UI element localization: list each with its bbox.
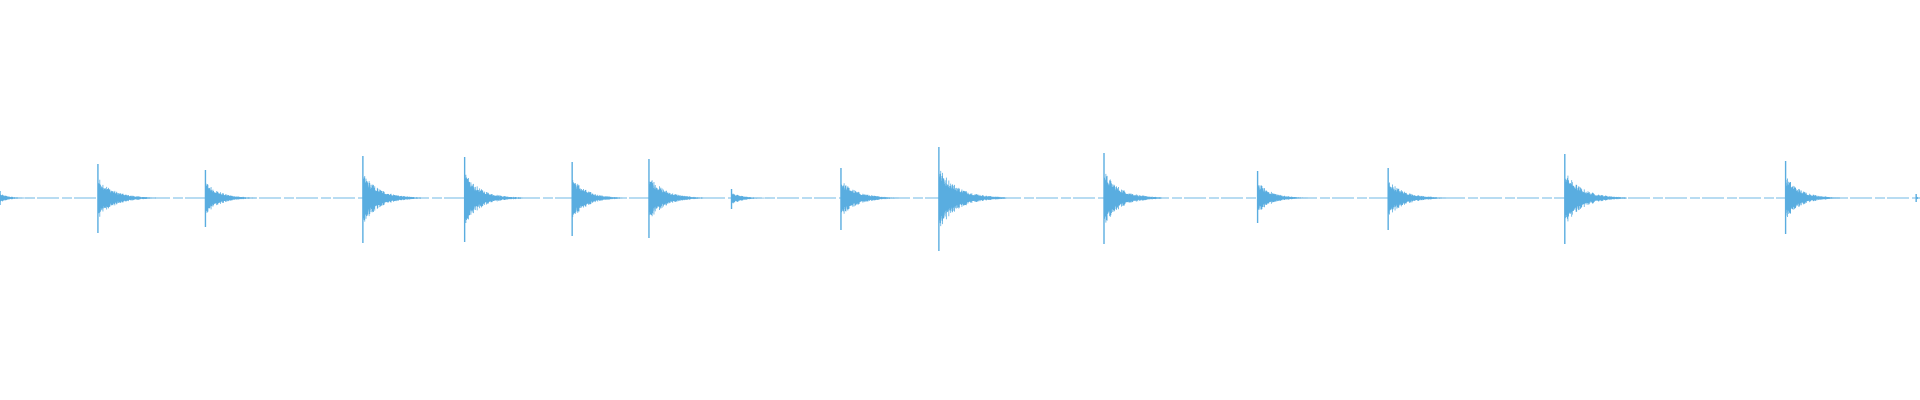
transient-envelope xyxy=(648,180,703,216)
transient-envelope xyxy=(205,185,256,212)
waveform-transient xyxy=(1564,154,1627,244)
waveform-transient xyxy=(1256,171,1308,223)
waveform-transient xyxy=(648,159,704,238)
transient-envelope xyxy=(1564,178,1627,219)
transient-envelope xyxy=(0,194,35,202)
transient-envelope xyxy=(1916,196,1920,200)
waveform-transient xyxy=(97,164,156,233)
transient-envelope xyxy=(731,193,770,203)
waveform-transient xyxy=(0,191,35,205)
transient-envelope xyxy=(362,179,421,219)
transient-envelope xyxy=(1388,184,1446,213)
waveform-transient xyxy=(1387,168,1447,230)
waveform-transient xyxy=(1915,194,1920,202)
transient-envelope xyxy=(1785,181,1840,215)
waveform-transient xyxy=(463,157,523,242)
transient-envelope xyxy=(1104,177,1162,219)
transient-envelope xyxy=(464,179,523,218)
transient-envelope xyxy=(840,184,899,213)
transient-envelope xyxy=(572,181,623,216)
transient-envelope xyxy=(1257,185,1308,210)
waveform-transient xyxy=(1784,161,1840,234)
transient-envelope xyxy=(938,175,1007,222)
waveform-transients xyxy=(0,147,1920,251)
waveform-transient xyxy=(571,162,623,236)
waveform-transient xyxy=(1103,153,1162,244)
transient-envelope xyxy=(97,182,156,214)
waveform-transient xyxy=(362,156,421,243)
waveform-transient xyxy=(730,189,771,209)
waveform-transient xyxy=(938,147,1007,251)
waveform-transient xyxy=(840,168,899,230)
waveform-transient xyxy=(204,170,256,227)
